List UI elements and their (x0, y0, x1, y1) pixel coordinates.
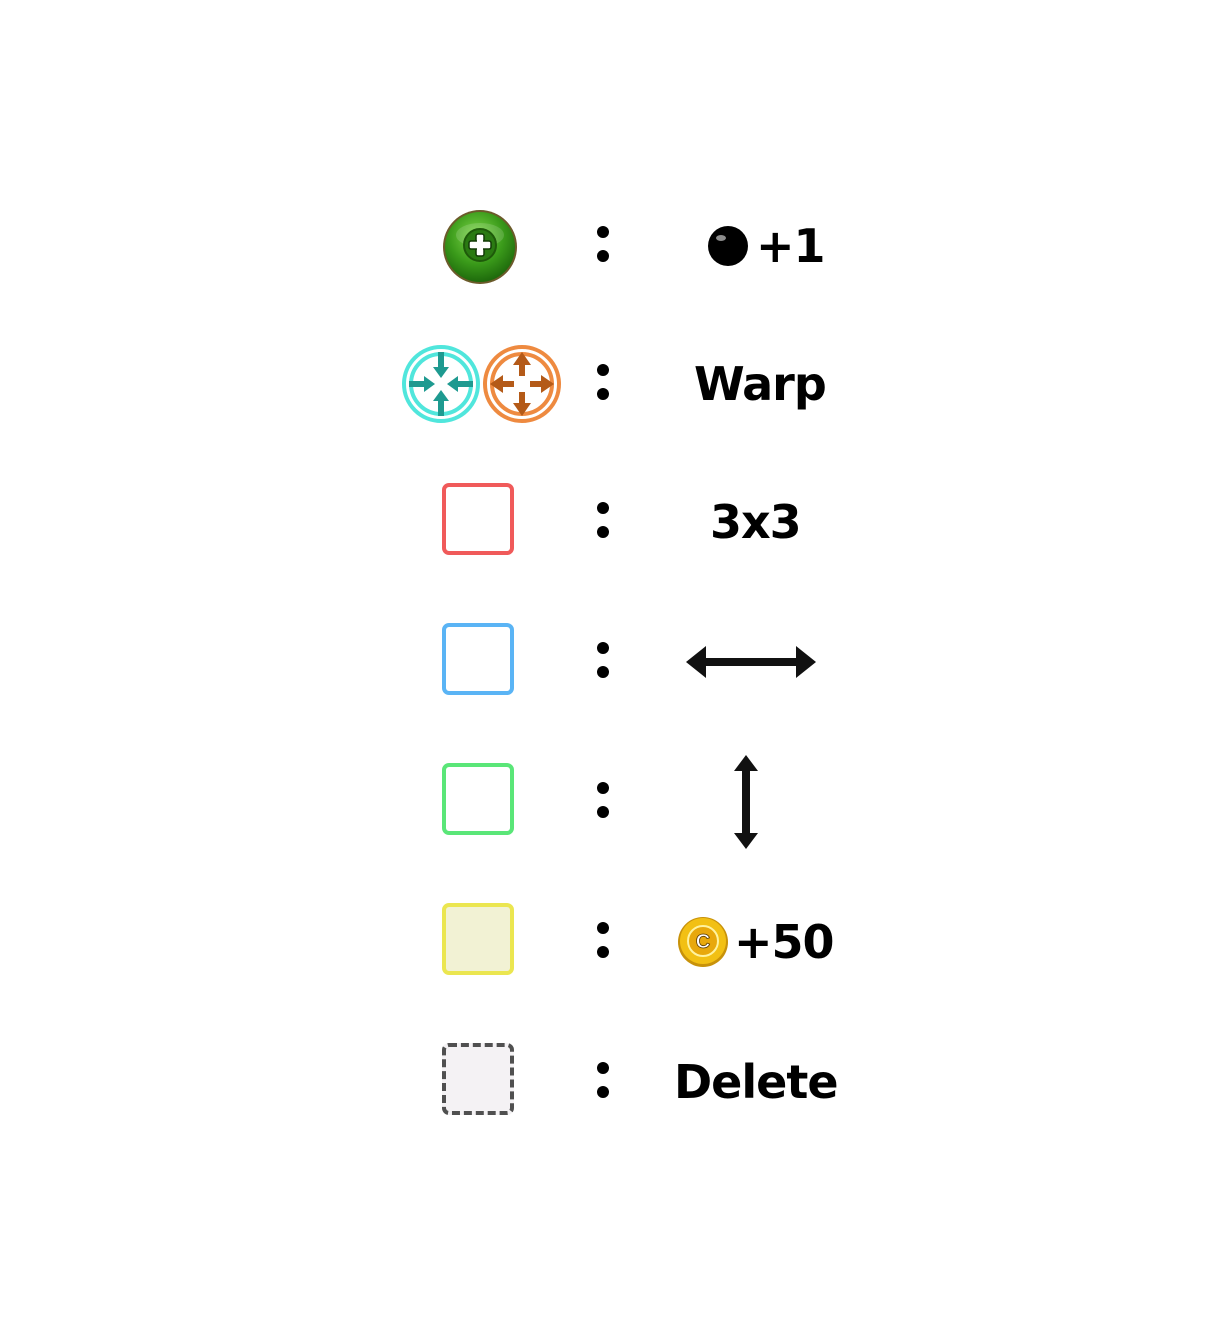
blue-square-outline (442, 623, 514, 695)
gold-coin-icon: C (678, 917, 728, 967)
separator-colon (594, 752, 612, 852)
warp-out-icon (482, 344, 562, 424)
result-3x3: 3x3 (710, 472, 802, 572)
separator-colon (594, 612, 612, 712)
result-vertical (732, 752, 760, 852)
separator-colon (594, 196, 612, 296)
result-extra-ball: +1 (706, 196, 826, 296)
legend-row-3x3: 3x3 (0, 472, 1220, 572)
result-horizontal (686, 612, 816, 712)
separator-colon (594, 472, 612, 572)
separator-colon (594, 892, 612, 992)
result-text: +50 (734, 915, 835, 969)
result-text: +1 (756, 219, 826, 273)
legend-row-warp: Warp (0, 334, 1220, 434)
legend-row-horizontal (0, 612, 1220, 712)
green-plus-button-icon (440, 207, 520, 287)
vertical-double-arrow-icon (734, 755, 758, 849)
result-delete: Delete (674, 1032, 839, 1132)
separator-colon (594, 1032, 612, 1132)
legend-row-delete: Delete (0, 1032, 1220, 1132)
red-square-outline (442, 483, 514, 555)
green-square-outline (442, 763, 514, 835)
legend-row-extra-ball: +1 (0, 196, 1220, 296)
dashed-gray-square (442, 1043, 514, 1115)
result-coin: C +50 (676, 892, 835, 992)
horizontal-double-arrow-icon (686, 646, 816, 678)
legend-row-coin: C +50 (0, 892, 1220, 992)
result-text: 3x3 (710, 495, 802, 549)
coin-letter: C (696, 931, 710, 953)
warp-in-icon (401, 344, 481, 424)
result-text: Delete (674, 1055, 839, 1109)
legend-row-vertical (0, 752, 1220, 852)
yellow-square (442, 903, 514, 975)
black-ball-icon (708, 226, 748, 266)
result-warp: Warp (694, 334, 827, 434)
result-text: Warp (694, 357, 827, 411)
separator-colon (594, 334, 612, 434)
